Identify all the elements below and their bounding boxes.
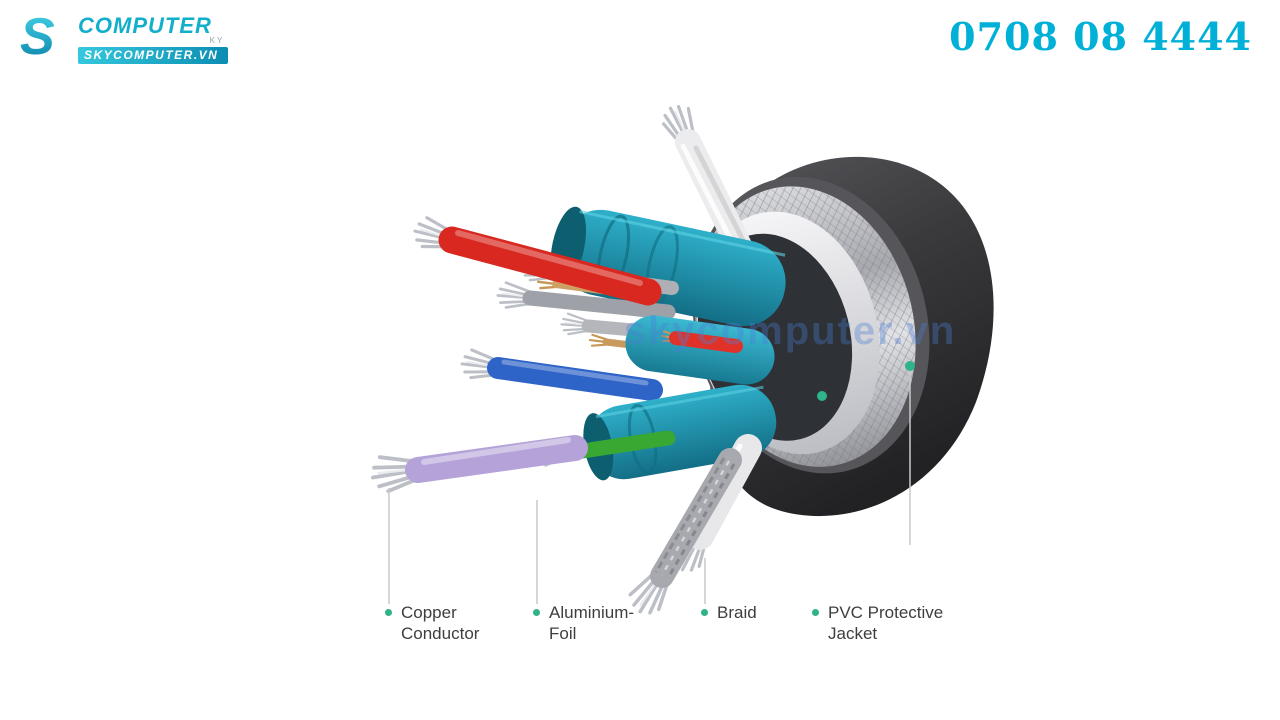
brand-logo: S COMPUTER KY SKYCOMPUTER.VN	[18, 8, 229, 66]
callout-label: Braid	[717, 603, 757, 622]
phone-number: 0708 08 4444	[949, 14, 1252, 59]
brand-logo-icon: S	[20, 8, 55, 66]
wire-white-top	[675, 129, 755, 265]
callout-label: Aluminium-Foil	[549, 603, 635, 643]
callout-dot-icon	[701, 609, 708, 616]
callout-anchor-dots	[817, 361, 915, 401]
wire-grey-pair-2	[522, 290, 676, 320]
wire-green	[568, 430, 676, 460]
callout-lines	[388, 374, 911, 604]
wire-purple	[405, 435, 588, 483]
brand-subtitle: SKYCOMPUTER.VN	[78, 47, 229, 64]
callout-copper-conductor: Copper Conductor	[385, 602, 500, 644]
callout-dot-icon	[812, 609, 819, 616]
callout-braid: Braid	[701, 602, 771, 623]
wire-red-small	[669, 331, 743, 353]
watermark: skycomputer.vn	[624, 309, 957, 353]
brand-badge: KY	[209, 36, 225, 45]
wire-blue	[487, 357, 663, 401]
callout-label: PVC Protective Jacket	[828, 603, 944, 643]
callout-aluminium-foil: Aluminium-Foil	[533, 602, 641, 644]
brand-title: COMPUTER	[78, 13, 212, 38]
brand-logo-letter: S	[20, 8, 55, 66]
wire-red	[438, 226, 662, 306]
wires	[368, 99, 786, 622]
callout-dot-icon	[533, 609, 540, 616]
callout-dot-icon	[385, 609, 392, 616]
aluminium-foil-middle	[625, 315, 775, 385]
callout-pvc-jacket: PVC Protective Jacket	[812, 602, 947, 644]
callout-label: Copper Conductor	[401, 603, 480, 643]
